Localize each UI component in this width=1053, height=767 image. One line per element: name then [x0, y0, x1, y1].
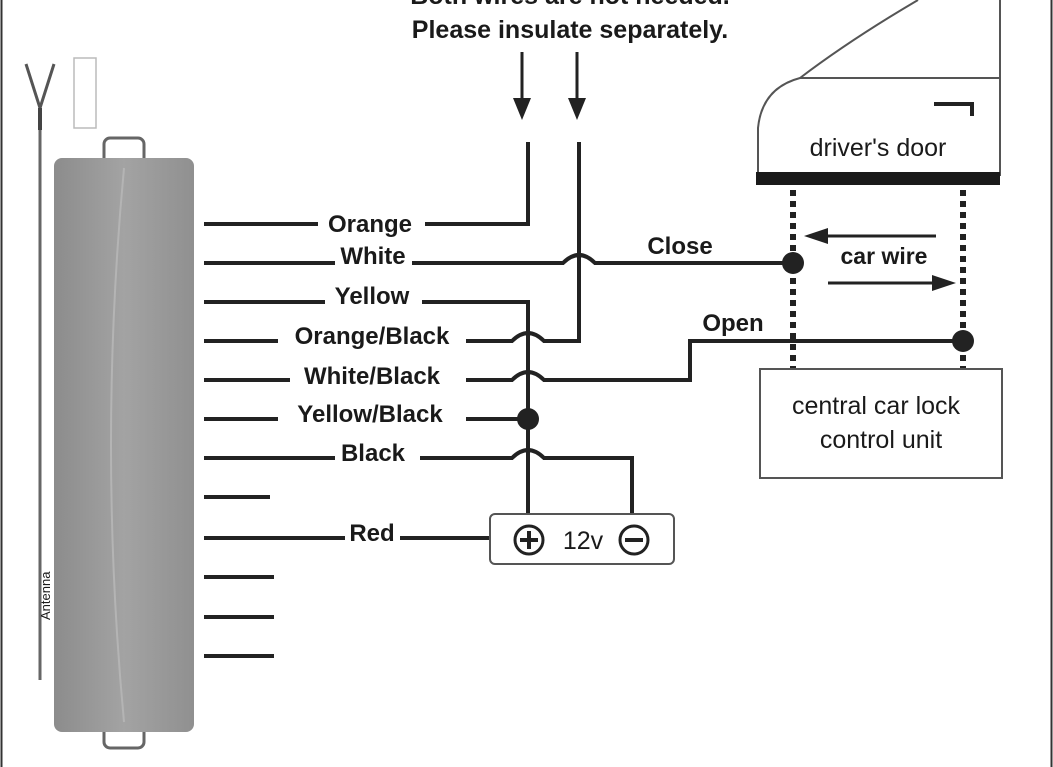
- drivers-door: [756, 0, 1001, 185]
- plus-circle-icon: [513, 524, 545, 556]
- alarm-module: Antenna: [38, 136, 202, 750]
- control-unit-box: [759, 368, 1003, 479]
- antenna-icon: [24, 57, 97, 680]
- junction-dot-yellow: [517, 408, 539, 430]
- minus-circle-icon: [618, 524, 650, 556]
- wire-label-orange: Orange: [328, 211, 412, 238]
- wire-white-black: [466, 339, 963, 382]
- wire-white: [412, 253, 793, 265]
- control-unit-line-2: control unit: [820, 426, 942, 454]
- car-wire-label: car wire: [841, 243, 928, 269]
- car-wire-arrow-right: [828, 275, 956, 291]
- wire-orange-black: [466, 142, 581, 343]
- wire-label-red: Red: [349, 520, 394, 547]
- wire-orange: [425, 142, 530, 226]
- car-wire-dotted: [790, 190, 966, 368]
- wire-yellow: [422, 300, 530, 514]
- wire-label-yellow: Yellow: [335, 283, 410, 310]
- note-line-2: Please insulate separately.: [412, 16, 728, 44]
- antenna-text: Antenna: [38, 571, 53, 620]
- junction-dot-close: [782, 252, 804, 274]
- wire-label-white: White: [340, 243, 405, 270]
- junction-dot-open: [952, 330, 974, 352]
- wire-label-orange-black: Orange/Black: [295, 323, 450, 350]
- note-arrow-right: [568, 52, 586, 120]
- power-supply-label: 12v: [563, 527, 604, 555]
- wire-label-white-black: White/Black: [304, 363, 441, 390]
- open-label: Open: [702, 310, 763, 337]
- close-label: Close: [647, 233, 712, 260]
- control-unit-line-1: central car lock: [792, 392, 961, 420]
- drivers-door-label: driver's door: [810, 134, 947, 162]
- wire-label-yellow-black: Yellow/Black: [297, 401, 443, 428]
- car-wire-arrow-left: [804, 228, 936, 244]
- wire-label-black: Black: [341, 440, 406, 467]
- power-supply: [489, 513, 675, 565]
- wire-stubs: [204, 222, 345, 658]
- note-line-1: Both wires are not needed.: [410, 0, 730, 10]
- note-arrow-left: [513, 52, 531, 120]
- wire-black: [420, 448, 634, 514]
